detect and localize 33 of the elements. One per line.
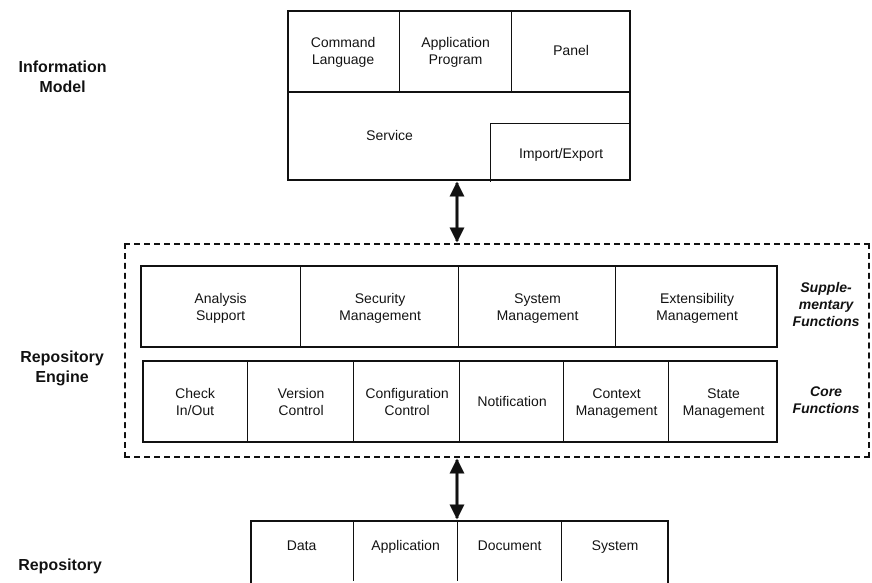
cell-label: System: [590, 536, 640, 555]
layer-box: [250, 520, 669, 583]
cell-label: Configuration Control: [364, 384, 450, 420]
cell-label: Import/Export: [518, 144, 604, 163]
cell-label: Security Management: [338, 288, 422, 325]
double-arrow: [450, 182, 464, 242]
cell-label: State Management: [682, 384, 766, 420]
cell-label: Extensibility Management: [655, 288, 739, 325]
double-arrow: [450, 458, 464, 520]
cell-label: Application: [370, 536, 441, 555]
component-cell: [512, 10, 630, 92]
cell-label: Context Management: [574, 384, 658, 420]
cell-label: Version Control: [276, 384, 326, 420]
layer-heading: Repository Engine: [19, 348, 105, 388]
cell-label: Application Program: [420, 32, 491, 69]
component-cell: [400, 10, 512, 92]
layer-heading: Repository: [17, 556, 103, 576]
cell-label: Analysis Support: [193, 288, 248, 325]
cell-label: Panel: [552, 41, 590, 60]
component-cell: [286, 10, 400, 92]
cell-label: Data: [286, 536, 318, 555]
group-heading: Supple- mentary Functions: [792, 278, 860, 330]
layer-box: [287, 10, 631, 181]
component-cell: [490, 122, 630, 182]
service-area: [286, 92, 630, 180]
cell-label: Command Language: [310, 32, 376, 69]
group-heading: Core Functions: [792, 382, 860, 418]
cell-label: Notification: [476, 392, 548, 411]
cell-label: Document: [476, 536, 542, 555]
layer-heading: Information Model: [18, 58, 108, 98]
cell-label: System Management: [496, 288, 580, 325]
cell-label: Service: [365, 126, 414, 145]
cell-label: Check In/Out: [174, 384, 216, 420]
